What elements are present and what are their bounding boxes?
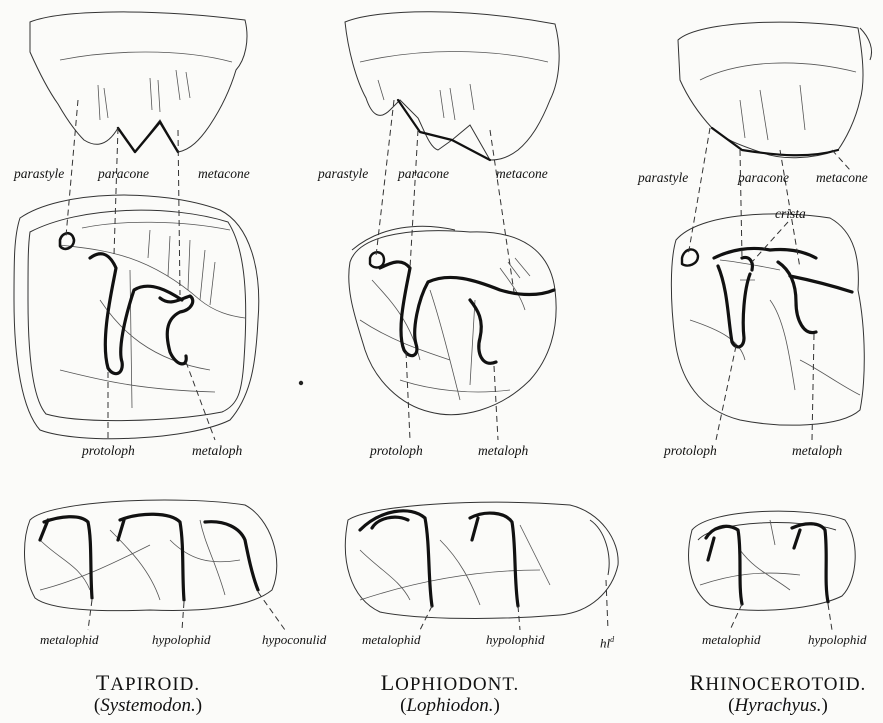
label-protoloph-tapiroid: protoloph: [82, 443, 135, 459]
label-parastyle-lophiodont: parastyle: [318, 166, 368, 182]
label-paracone-tapiroid: paracone: [98, 166, 149, 182]
rhinocerotoid-upper-tooth-crown-view: [671, 214, 864, 425]
label-metacone-tapiroid: metacone: [198, 166, 250, 182]
rhinocerotoid-lower-tooth: [689, 511, 856, 610]
lophiodont-upper-tooth-crown-view: [349, 226, 556, 414]
rhinocerotoid-upper-tooth-side-view: [678, 22, 872, 158]
genus-lophiodon: (Lophiodon.): [340, 695, 560, 717]
caption-rhinocerotoid: RHINOCEROTOID.: [668, 670, 883, 696]
label-hypolophid-rhinocerotoid: hypolophid: [808, 632, 867, 648]
label-hl-lophiodont: hld: [600, 632, 614, 651]
label-metalophid-rhinocerotoid: metalophid: [702, 632, 761, 648]
caption-lophiodont: LOPHIODONT.: [340, 670, 560, 696]
label-metalophid-tapiroid: metalophid: [40, 632, 99, 648]
genus-systemodon: (Systemodon.): [38, 695, 258, 717]
caption-tapiroid: TAPIROID.: [38, 670, 258, 696]
tapiroid-upper-tooth-side-view: [30, 12, 247, 152]
label-hypolophid-tapiroid: hypolophid: [152, 632, 211, 648]
genus-hyrachyus: (Hyrachyus.): [668, 695, 883, 717]
label-parastyle-tapiroid: parastyle: [14, 166, 64, 182]
label-protoloph-lophiodont: protoloph: [370, 443, 423, 459]
label-metaloph-tapiroid: metaloph: [192, 443, 242, 459]
stray-dot: [299, 381, 303, 385]
label-metacone-rhinocerotoid: metacone: [816, 170, 868, 186]
label-metaloph-rhinocerotoid: metaloph: [792, 443, 842, 459]
label-hypoconulid-tapiroid: hypoconulid: [262, 632, 326, 648]
label-paracone-lophiodont: paracone: [398, 166, 449, 182]
tapiroid-lower-tooth: [25, 500, 277, 611]
label-metalophid-lophiodont: metalophid: [362, 632, 421, 648]
label-metacone-lophiodont: metacone: [496, 166, 548, 182]
label-parastyle-rhinocerotoid: parastyle: [638, 170, 688, 186]
tapiroid-upper-tooth-crown-view: [14, 195, 259, 439]
lophiodont-upper-tooth-side-view: [345, 12, 559, 160]
label-crista-rhinocerotoid: crista: [775, 206, 806, 222]
label-hypolophid-lophiodont: hypolophid: [486, 632, 545, 648]
label-metaloph-lophiodont: metaloph: [478, 443, 528, 459]
label-protoloph-rhinocerotoid: protoloph: [664, 443, 717, 459]
label-paracone-rhinocerotoid: paracone: [738, 170, 789, 186]
lophiodont-lower-tooth: [345, 502, 618, 618]
